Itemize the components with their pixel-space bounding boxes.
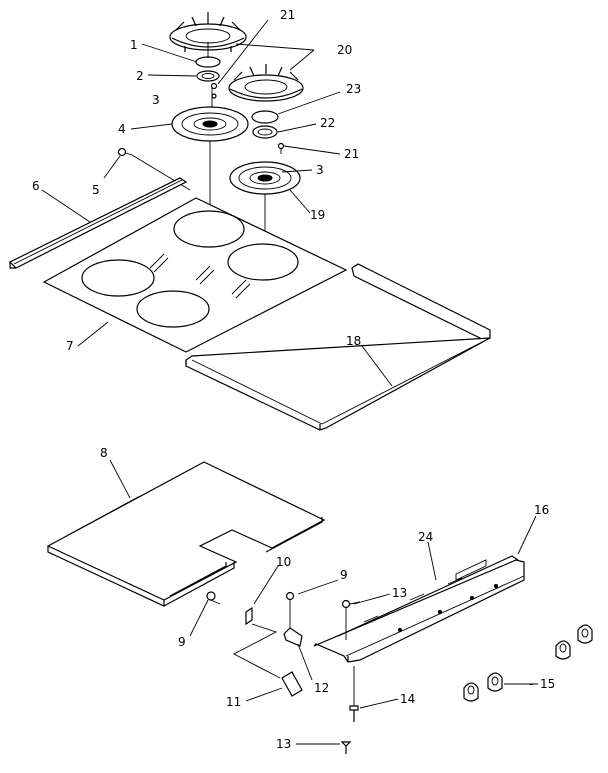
screw-9-right — [285, 591, 295, 606]
cooktop-glass — [42, 197, 348, 353]
callout-9-right: 9 — [340, 568, 348, 582]
control-knob — [487, 672, 503, 692]
callout-15-dash: - — [529, 677, 533, 691]
burner-ring — [196, 70, 220, 82]
control-knob — [577, 624, 593, 644]
bracket-11 — [281, 671, 303, 697]
leader-lines — [41, 19, 538, 745]
screw-14 — [349, 705, 359, 722]
callout-16: 16 — [534, 503, 549, 517]
control-knob — [555, 640, 571, 660]
control-rail — [313, 555, 525, 663]
callout-22: 22 — [320, 116, 335, 130]
burner-grate-left — [169, 12, 247, 52]
burner-ring-right — [252, 125, 278, 139]
burner-bowl-left — [171, 106, 249, 142]
callout-14: 14 — [400, 692, 415, 706]
callout-12: 12 — [314, 681, 329, 695]
callout-11: 11 — [226, 695, 241, 709]
callout-21-right: 21 — [344, 147, 359, 161]
burner-screw-right — [277, 142, 285, 150]
burner-grate-right — [228, 64, 304, 102]
callout-18: 18 — [346, 334, 361, 348]
knob-group-15 — [463, 624, 593, 702]
callout-19: 19 — [310, 208, 325, 222]
callout-8: 8 — [100, 446, 108, 460]
callout-5: 5 — [92, 183, 100, 197]
callout-3-left: 3 — [152, 93, 160, 107]
burner-cap — [195, 56, 221, 68]
support-pan — [46, 461, 326, 607]
callout-24: 24 — [418, 530, 433, 544]
screw-9-left — [206, 591, 221, 605]
callout-21-top: 21 — [280, 8, 295, 22]
callout-15: 15 — [540, 677, 555, 691]
bracket-12 — [283, 627, 303, 647]
callout-13-lower: 13 — [276, 737, 291, 751]
callout-10: 10 — [276, 555, 291, 569]
callout-4: 4 — [118, 122, 126, 136]
callout-20: 20 — [337, 43, 352, 57]
callout-1: 1 — [130, 38, 138, 52]
screw-5 — [117, 147, 133, 157]
screw-13-lower — [340, 741, 352, 754]
burner-cap-right — [251, 110, 279, 124]
callout-2: 2 — [136, 69, 144, 83]
callout-13-upper: 13 — [392, 586, 407, 600]
burner-bowl-right — [229, 161, 301, 195]
callout-23: 23 — [346, 82, 361, 96]
callout-7: 7 — [66, 339, 74, 353]
side-trim-left — [8, 177, 188, 269]
control-knob — [463, 682, 479, 702]
frame-trim — [185, 263, 491, 431]
callout-6: 6 — [32, 179, 40, 193]
callout-9-left: 9 — [178, 635, 186, 649]
screw-13-upper — [341, 599, 361, 609]
callout-3-right: 3 — [316, 163, 324, 177]
clip-10 — [245, 606, 253, 626]
